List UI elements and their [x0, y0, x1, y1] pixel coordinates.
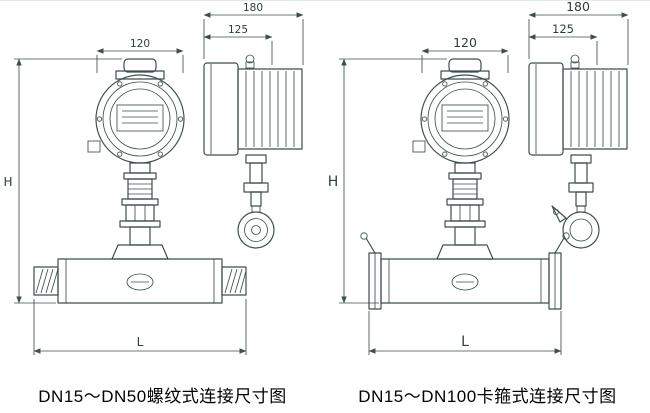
mount-boss [436, 244, 494, 260]
clamp-connection-drawing: 180 125 120 H [328, 1, 629, 355]
eyebolt [245, 54, 255, 64]
caption-threaded-connection: DN15～DN50螺纹式连接尺寸图 [38, 386, 287, 406]
cable-gland [412, 140, 426, 153]
dim-label-side-total: 180 [566, 1, 590, 14]
meter-bezel [420, 74, 510, 164]
connection-ferrule [237, 211, 275, 249]
clamp-wing-nut-left [360, 232, 368, 240]
meter-dial [109, 88, 171, 150]
mount-boss [111, 244, 169, 260]
head-top-rim [440, 70, 490, 80]
meter-dial [434, 88, 496, 150]
dim-label-length: L [461, 334, 469, 350]
dim-label-side-front: 125 [552, 22, 574, 36]
eyebolt [570, 54, 580, 64]
display-window [441, 104, 489, 132]
dim-side-front-width: 125 [203, 24, 273, 65]
dim-label-length: L [137, 335, 144, 349]
housing-back [562, 68, 628, 150]
display-window [116, 104, 164, 132]
front-view [360, 58, 570, 310]
display-cover-side [203, 62, 239, 156]
front-view [33, 58, 247, 304]
side-view [528, 54, 628, 249]
dim-overall-length: L [368, 311, 562, 355]
housing-back [237, 68, 303, 150]
dim-overall-length: L [33, 299, 247, 355]
dim-label-head-width: 120 [453, 35, 477, 50]
brand-logo [126, 273, 154, 291]
dim-label-height: H [3, 175, 12, 189]
caption-clamp-connection: DN15～DN100卡箍式连接尺寸图 [358, 386, 617, 406]
neck-stack [436, 162, 494, 260]
dim-side-total-width: 180 [528, 1, 629, 65]
figure-threaded-connection: 180 125 120 H [0, 1, 325, 413]
dim-head-width: 120 [96, 38, 184, 73]
dim-overall-height: H [328, 58, 447, 304]
dim-label-side-front: 125 [228, 24, 248, 36]
neck-stack [111, 162, 169, 260]
pipe-body-threaded [33, 258, 247, 304]
meter-bezel [95, 74, 185, 164]
threaded-end-right [221, 266, 247, 296]
display-cover-side [528, 62, 564, 156]
dim-side-total-width: 180 [203, 2, 304, 65]
pipe-body-clamp [360, 232, 570, 310]
clamp-hinge-wing [551, 205, 567, 223]
cable-gland [87, 140, 101, 153]
dim-overall-height: H [3, 58, 122, 304]
clamp-ring [562, 211, 600, 249]
dim-label-side-total: 180 [243, 2, 263, 14]
threaded-connection-drawing: 180 125 120 H [3, 2, 304, 355]
dim-label-height: H [328, 174, 339, 190]
dim-head-width: 120 [421, 35, 509, 73]
head-top-rim [115, 70, 165, 80]
threaded-end-left [33, 266, 59, 296]
head-top-cap [123, 58, 157, 73]
side-view [203, 54, 303, 249]
brand-logo [451, 273, 479, 291]
dim-label-head-width: 120 [130, 38, 150, 50]
dim-side-front-width: 125 [528, 22, 598, 65]
figure-clamp-connection: 180 125 120 H [325, 1, 650, 413]
head-top-cap [448, 58, 482, 73]
